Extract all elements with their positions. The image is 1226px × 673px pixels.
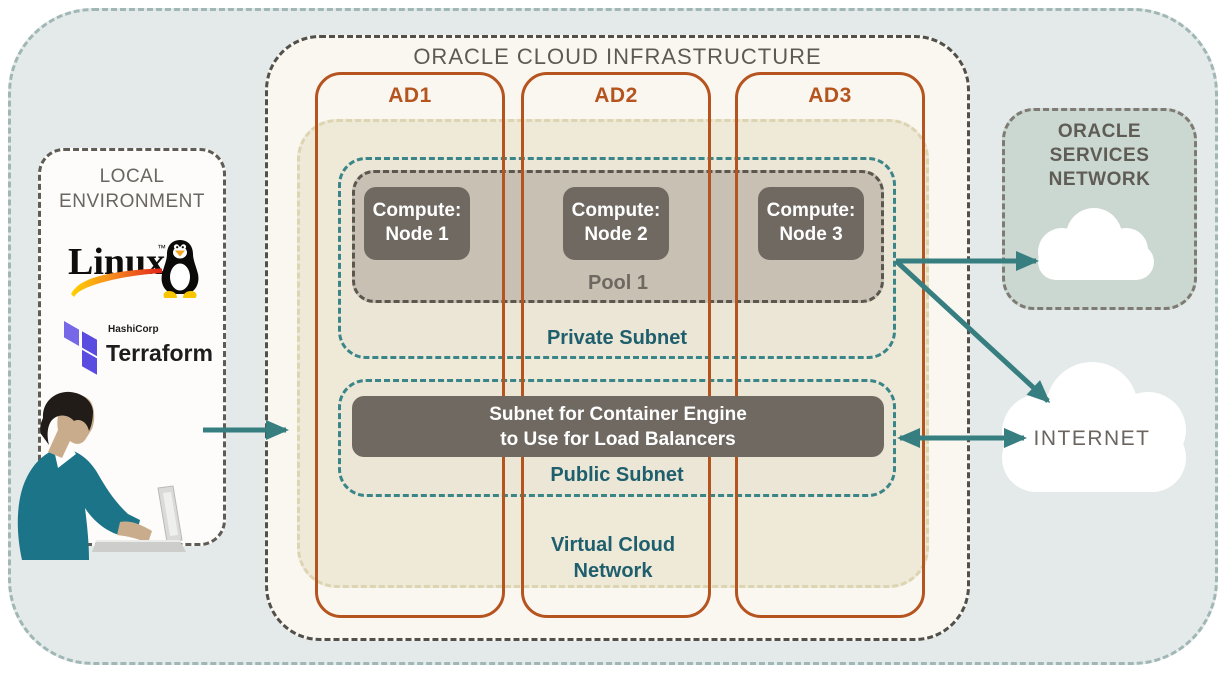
lb-bar-line2: to Use for Load Balancers [500,429,736,450]
lb-subnet-bar: Subnet for Container Engine to Use for L… [352,396,884,457]
node3-line1: Compute: [766,200,856,221]
local-title-line2: ENVIRONMENT [59,191,205,212]
person-at-laptop-illustration [17,391,186,560]
person-torso [17,448,141,560]
linux-swoosh [71,268,162,297]
linux-logo-tm: ™ [157,243,166,253]
local-title-line1: LOCAL [99,166,165,187]
linux-logo: Linux ™ [68,240,199,298]
local-environment-title: LOCAL ENVIRONMENT [38,164,226,214]
node1-line1: Compute: [372,200,462,221]
node2-line2: Node 2 [584,224,648,245]
laptop-base [92,541,186,552]
person-hair [40,391,93,445]
public-subnet-label: Public Subnet [550,464,684,486]
internet-label: INTERNET [1033,427,1151,450]
osn-title-line1: ORACLE [1057,121,1142,142]
vcn-label-line2: Network [573,560,653,582]
vcn-label: Virtual Cloud Network [297,532,929,584]
compute-node-3: Compute: Node 3 [758,187,864,260]
node1-line2: Node 1 [385,224,449,245]
node3-line2: Node 3 [779,224,843,245]
pool-label: Pool 1 [587,272,648,294]
terraform-company-text: HashiCorp [108,324,159,335]
terraform-product-text: Terraform [106,340,213,366]
lb-bar-line1: Subnet for Container Engine [489,404,747,425]
compute-node-1: Compute: Node 1 [364,187,470,260]
private-subnet-label: Private Subnet [546,327,688,349]
terraform-logo: HashiCorp Terraform [64,321,213,375]
laptop-screen-inner [163,492,178,536]
osn-title-line2: SERVICES [1049,145,1150,166]
compute-node-2: Compute: Node 2 [563,187,669,260]
person-hand [117,521,152,543]
terraform-mark-icon [64,321,97,375]
oracle-services-network-title: ORACLE SERVICES NETWORK [1002,120,1197,192]
osn-title-line3: NETWORK [1048,169,1151,190]
oci-title: ORACLE CLOUD INFRASTRUCTURE [413,44,822,69]
vcn-label-line1: Virtual Cloud [550,534,676,556]
tux-penguin-icon [161,240,199,298]
node2-line1: Compute: [571,200,661,221]
